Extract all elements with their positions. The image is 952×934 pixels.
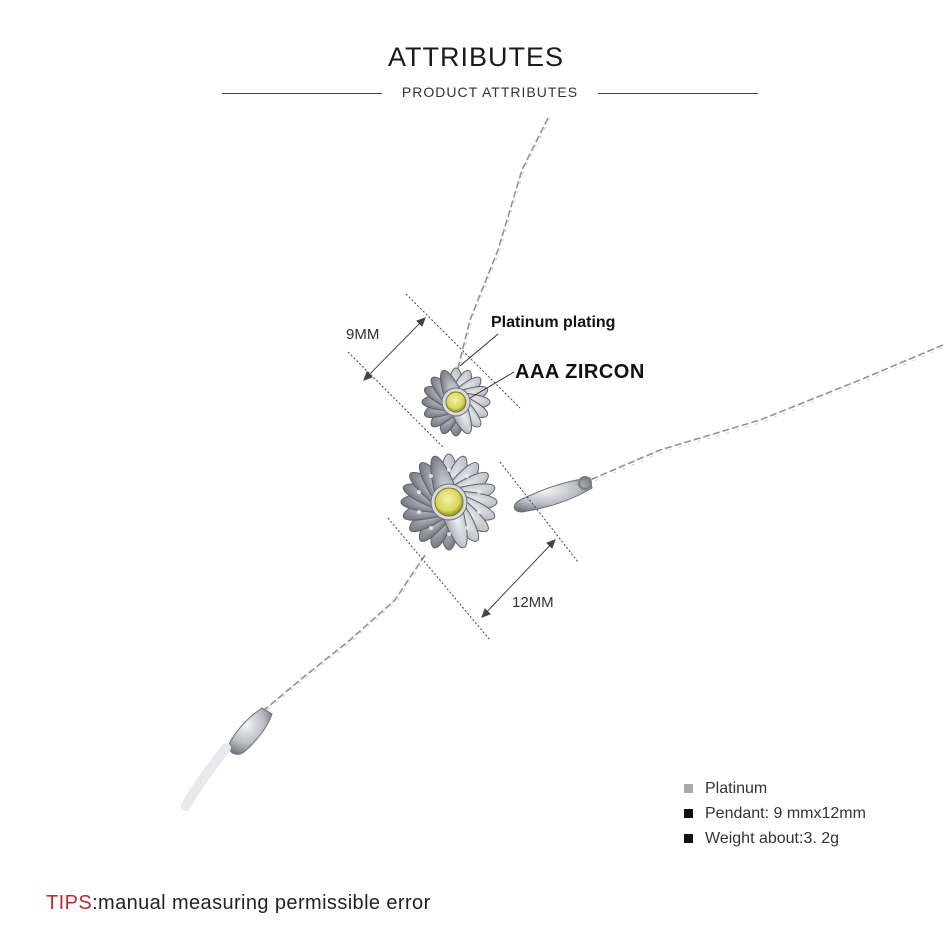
- small-daisy-pendant: [421, 367, 491, 437]
- spec-item-pendant-size: Pendant: 9 mmx12mm: [684, 801, 866, 826]
- tips-key: TIPS: [46, 892, 93, 914]
- divider-left: [222, 93, 382, 94]
- dimension-label-9mm: 9MM: [346, 326, 380, 343]
- plating-leader: [459, 333, 499, 367]
- divider-right: [598, 93, 758, 94]
- subtitle-row: PRODUCT ATTRIBUTES: [0, 84, 952, 104]
- dimension-9mm: [347, 293, 521, 449]
- zircon-label: AAA ZIRCON: [515, 361, 645, 383]
- dimension-label-12mm: 12MM: [512, 594, 554, 611]
- spec-item-weight: Weight about:3. 2g: [684, 826, 866, 851]
- page-title: ATTRIBUTES: [387, 42, 564, 72]
- spec-text: Platinum: [705, 779, 768, 797]
- tips-text: :manual measuring permissible error: [92, 892, 431, 914]
- spec-text: Pendant: 9 mmx12mm: [705, 804, 866, 822]
- spec-text: Weight about:3. 2g: [705, 829, 840, 847]
- page-subtitle: PRODUCT ATTRIBUTES: [401, 84, 579, 100]
- square-bullet-icon: [684, 784, 693, 793]
- square-bullet-icon: [684, 809, 693, 818]
- zircon-leader: [469, 371, 515, 399]
- large-daisy-pendant: [400, 453, 498, 551]
- connector-bar: [513, 477, 593, 513]
- end-drop: [228, 707, 273, 755]
- plating-label: Platinum plating: [491, 314, 616, 331]
- spec-list: Platinum Pendant: 9 mmx12mm Weight about…: [684, 776, 866, 851]
- tips-note: TIPS:manual measuring permissible error: [46, 892, 431, 915]
- square-bullet-icon: [684, 834, 693, 843]
- dimension-12mm: [387, 461, 579, 641]
- chain: [261, 117, 944, 713]
- spec-item-material: Platinum: [684, 776, 866, 801]
